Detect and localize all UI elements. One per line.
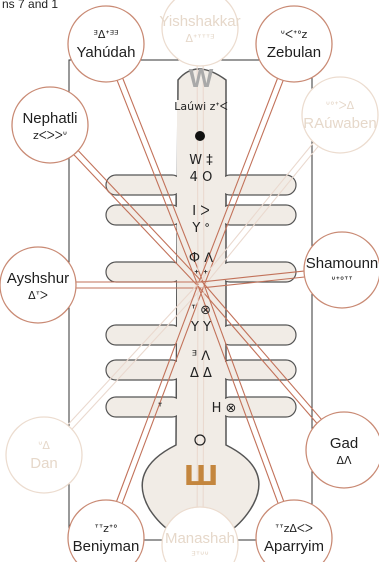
tribe-name-ayshshur: Ayshshur xyxy=(7,270,69,287)
tribe-script-zebulan: ᐡᐸᐩᐤᴢ xyxy=(281,28,308,41)
tribe-script-beniyman: ᐪᐪᴢᐩᐤ xyxy=(95,522,118,535)
staff-bottom-glyph: Ш xyxy=(184,459,219,492)
tribe-name-manashah: Manashah xyxy=(165,530,235,547)
tribe-dan: ᐡᐃ Dan xyxy=(6,417,82,493)
tribe-name-beniyman: Beniyman xyxy=(73,538,140,555)
staff-label: Laúwi ᴢᐩᐸ xyxy=(174,100,227,113)
tribe-script-yahudah: ᴲᐃᐩᴲᴲ xyxy=(94,28,119,41)
tribe-rauwaben: ᐡᐤᐩᐳᐃ RAúwaben xyxy=(302,77,378,153)
staff-side-right-glyph: H ⊗ xyxy=(212,401,237,416)
tribe-name-aparryim: Aparryim xyxy=(264,538,324,555)
arm-left-5 xyxy=(106,360,182,380)
tribe-name-nephatli: Nephatli xyxy=(22,110,77,127)
staff-pair-2: 4 O xyxy=(190,170,213,185)
tribe-nephatli: ᴢᐸᐳᐳᐡ Nephatli xyxy=(12,87,88,163)
tribe-script-yishshakkar: ᐃᐩᐪᐪᐪᴲ xyxy=(185,32,214,45)
tribe-beniyman: ᐪᐪᴢᐩᐤ Beniyman xyxy=(68,500,144,562)
tribe-yishshakkar: ᐃᐩᐪᐪᐪᴲ Yishshakkar xyxy=(159,0,240,66)
tribe-script-shamounn: ᐡᐩᐤᐪᐪ xyxy=(331,274,352,287)
tribe-script-nephatli: ᴢᐸᐳᐳᐡ xyxy=(33,129,67,142)
tribe-name-gad: Gad xyxy=(330,435,358,452)
tribe-script-gad: ᐃᐱ xyxy=(336,454,352,467)
tribe-name-rauwaben: RAúwaben xyxy=(303,115,376,132)
tribe-script-manashah: ᴲᐪᐡᐡ xyxy=(191,549,208,562)
tribe-script-aparryim: ᐪᐪᴢᐃᐸᐳ xyxy=(275,522,313,535)
staff-pair-5: Ф ᐱ xyxy=(189,251,213,266)
staff-pair-7: ᐪ ⊗ xyxy=(191,303,211,318)
tribe-script-dan: ᐡᐃ xyxy=(38,439,50,452)
staff-pair-9: ᴲ ᐱ xyxy=(192,349,210,364)
staff-dot xyxy=(195,131,205,141)
tribe-name-dan: Dan xyxy=(30,455,58,472)
caption-text: ns 7 and 1 xyxy=(2,0,58,11)
tribe-shamounn: ᐡᐩᐤᐪᐪ Shamounn xyxy=(304,232,379,308)
tribe-name-yishshakkar: Yishshakkar xyxy=(159,13,240,30)
staff-pair-8: Y Y xyxy=(190,320,211,335)
arm-left-6 xyxy=(106,397,182,417)
tribe-ayshshur: ᐃᐪᐳ Ayshshur xyxy=(0,247,76,323)
staff-pair-3: I ᐳ xyxy=(192,204,209,219)
tribe-name-yahudah: Yahúdah xyxy=(77,44,136,61)
tribe-script-ayshshur: ᐃᐪᐳ xyxy=(28,289,48,302)
staff-pair-6: ᐩ ᐩ xyxy=(194,268,208,283)
arm-left-3 xyxy=(106,262,182,282)
staff-side-left-glyph: ᐪ xyxy=(157,401,162,416)
staff-top-glyph: W xyxy=(189,63,214,93)
arm-right-4 xyxy=(220,325,296,345)
tribe-gad: ᐃᐱ Gad xyxy=(306,412,379,488)
tribe-aparryim: ᐪᐪᴢᐃᐸᐳ Aparryim xyxy=(256,500,332,562)
tribe-script-rauwaben: ᐡᐤᐩᐳᐃ xyxy=(326,99,355,112)
tribe-name-zebulan: Zebulan xyxy=(267,44,321,61)
staff-pair-1: W ‡ xyxy=(189,153,213,168)
staff-pair-4: Y ᐤ xyxy=(191,221,209,236)
staff-pair-10: Δ Δ xyxy=(190,366,212,381)
tribe-name-shamounn: Shamounn xyxy=(306,255,379,272)
